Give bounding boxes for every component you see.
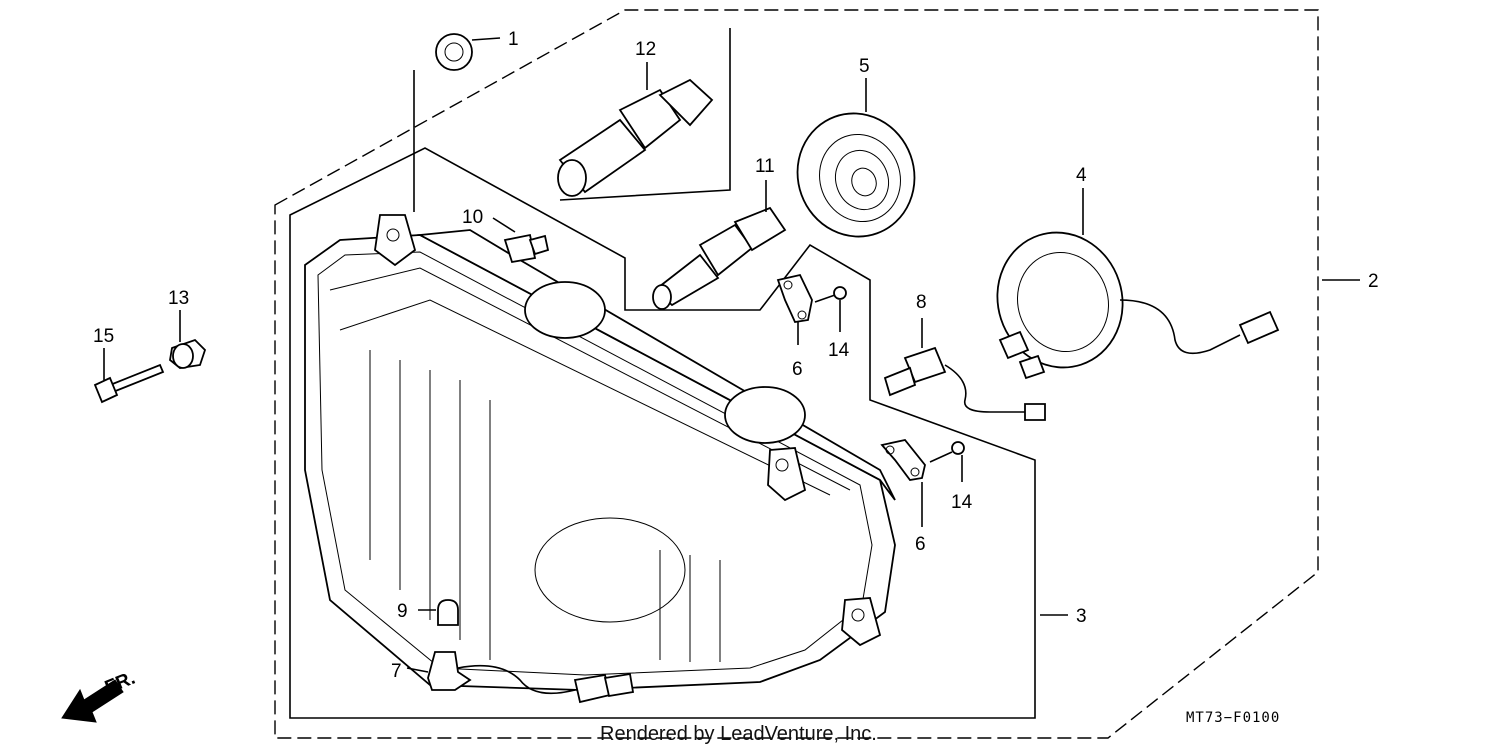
adjuster-bracket-upper	[776, 273, 813, 345]
callout-6b: 6	[915, 534, 926, 555]
bulb-part	[652, 180, 787, 310]
assembly-box-outline	[274, 9, 1319, 739]
headlight-housing	[304, 214, 896, 691]
bulb-h4-part	[557, 62, 714, 197]
callout-10: 10	[462, 207, 483, 228]
cover-harness-part	[996, 188, 1280, 380]
screw-upper	[814, 286, 847, 332]
callout-14a: 14	[828, 340, 850, 361]
callout-3: 3	[1076, 606, 1087, 627]
subassembly-outline	[289, 147, 1036, 719]
dust-cover-part	[796, 78, 916, 238]
render-credit: Rendered by LeadVenture, Inc.	[600, 723, 877, 745]
callout-4: 4	[1076, 165, 1087, 186]
front-marker-label: FR.	[102, 668, 138, 699]
socket-plug-part	[492, 217, 550, 264]
callout-8: 8	[916, 292, 927, 313]
collar-part	[169, 310, 207, 369]
callout-5: 5	[859, 56, 870, 77]
grommet-part	[413, 33, 501, 212]
callout-13: 13	[168, 288, 189, 309]
callout-14b: 14	[951, 492, 973, 513]
screw-lower	[929, 441, 965, 482]
diagram-code: MT73−F0100	[1186, 710, 1280, 726]
callout-12: 12	[635, 39, 656, 60]
adjuster-bracket-lower	[880, 439, 926, 527]
callout-9: 9	[397, 601, 408, 622]
bulb-box-outline	[559, 28, 731, 201]
wedge-bulb-part	[418, 599, 459, 626]
front-arrow-icon	[61, 679, 124, 723]
callout-1: 1	[508, 29, 519, 50]
bolt-part	[93, 348, 165, 404]
callout-6a: 6	[792, 359, 803, 380]
callout-7: 7	[391, 661, 402, 682]
callout-15: 15	[93, 326, 114, 347]
socket-harness-part	[406, 651, 635, 704]
callout-11: 11	[755, 156, 775, 177]
position-bulb-socket-part	[883, 318, 1046, 421]
callout-2: 2	[1368, 271, 1379, 292]
